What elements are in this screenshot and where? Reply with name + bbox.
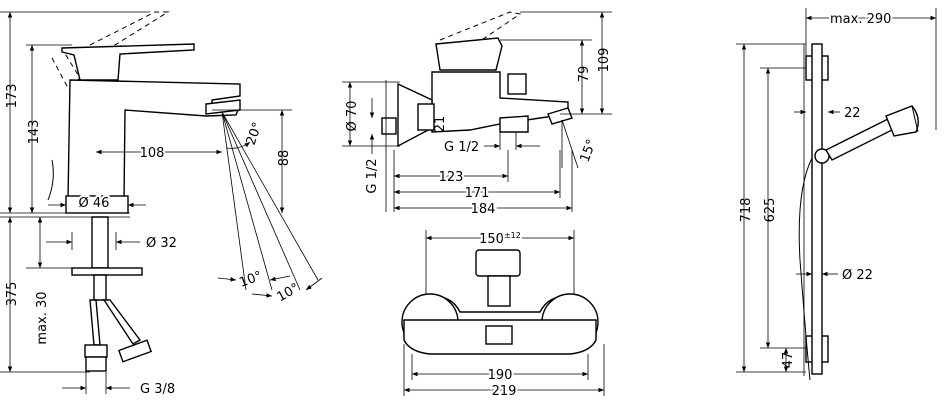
dim-connection-g38: G 3/8 [140, 382, 175, 397]
drain-rod [47, 159, 54, 201]
spray-angle: 20° [244, 120, 266, 147]
eccentric-connector [417, 103, 435, 131]
hand-shower-handle [825, 117, 897, 161]
dim-190: 190 [488, 368, 513, 383]
dim-centres-150: 150±12 [479, 231, 521, 247]
dim-184: 184 [471, 202, 496, 217]
hand-shower-face [911, 105, 919, 133]
dim-123: 123 [439, 170, 464, 185]
angle-line-15a [561, 119, 579, 169]
dim-47: 47 [781, 352, 796, 369]
spray-angle-arc [225, 141, 251, 149]
dim-offset-22: 22 [844, 106, 861, 121]
dim-thread-in: G 1/2 [365, 158, 380, 193]
spray-line-3 [221, 111, 319, 281]
dim-centres-150-value: 150 [479, 232, 504, 247]
swivel-arc-2 [251, 293, 273, 298]
dim-centres-tolerance: ±12 [504, 231, 521, 240]
lever-swing-outline-lower [51, 51, 81, 89]
mixer-shank [91, 216, 109, 269]
hose-nut-left [84, 344, 108, 358]
bath-outlet [499, 115, 529, 133]
shower-connection [547, 107, 573, 125]
shower-rail [811, 43, 823, 375]
spray-line-1 [221, 111, 273, 291]
front-lever-stem [487, 275, 511, 307]
supply-hose-left [89, 299, 101, 346]
dim-718: 718 [739, 198, 754, 223]
bath-mixer-front-drawing: 150±12 190 219 [401, 229, 605, 400]
dim-thread-out: G 1/2 [444, 140, 479, 155]
hose-nut-left-end [85, 356, 107, 372]
dim-79: 79 [577, 66, 592, 83]
dim-625: 625 [763, 198, 778, 223]
dim-108: 108 [140, 146, 165, 161]
dim-109: 109 [597, 48, 612, 73]
supply-hose-right [102, 299, 142, 345]
lever-swing-outline [89, 11, 170, 49]
bath-mixer-side-drawing: Ø 70 G 1/2 21 109 79 G 1/2 15° 123 17 [342, 11, 612, 219]
swivel-angle-1: 10° [237, 269, 264, 291]
bath-lever-swing [439, 11, 522, 49]
dim-171: 171 [465, 186, 490, 201]
dim-rosette-70: Ø 70 [345, 101, 360, 132]
connector-nut [381, 117, 397, 135]
swivel-arc-2b [305, 277, 323, 291]
basin-mixer-drawing: 173 143 108 88 20° 10° 10° Ø 46 [0, 11, 323, 397]
shower-hose [798, 157, 813, 381]
front-lever [475, 249, 521, 277]
swivel-arc-1 [217, 277, 237, 282]
swivel-arc-1b [269, 275, 291, 282]
dim-88: 88 [277, 150, 292, 167]
diverter-knob [507, 73, 527, 95]
dim-219: 219 [492, 384, 517, 399]
front-outlet [485, 325, 513, 345]
fixing-sleeve [93, 274, 107, 301]
dim-173: 173 [5, 84, 20, 109]
dim-max-30: max. 30 [35, 291, 50, 344]
hose-nut-right [117, 339, 153, 363]
mixer-lever [61, 43, 195, 81]
spray-line-2 [221, 111, 301, 291]
dim-max-290: max. 290 [830, 12, 891, 27]
dim-offset-21: 21 [433, 116, 448, 133]
spray-line-4 [221, 111, 247, 291]
dim-diameter-46: Ø 46 [79, 196, 110, 211]
mixer-body [67, 79, 241, 201]
dim-angle-15: 15° [578, 137, 600, 164]
dim-diameter-32: Ø 32 [146, 236, 177, 251]
dim-rail-diameter: Ø 22 [842, 268, 873, 283]
dim-375: 375 [5, 282, 20, 307]
fixing-nut [71, 267, 143, 276]
bath-lever [435, 37, 503, 71]
dim-143: 143 [27, 120, 42, 145]
shower-rail-drawing: max. 290 22 Ø 22 718 625 47 [736, 8, 937, 381]
